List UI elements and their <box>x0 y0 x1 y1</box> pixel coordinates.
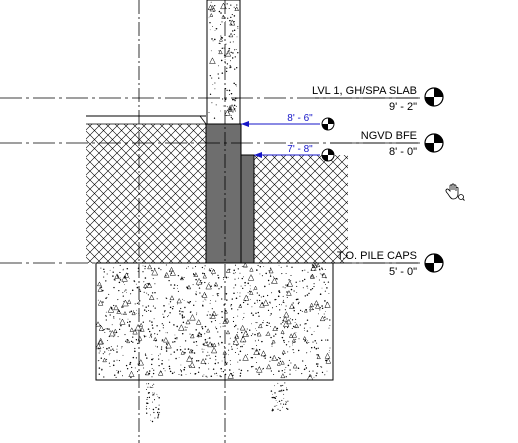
level-markers[interactable]: LVL 1, GH/SPA SLAB 9' - 2" NGVD BFE 8' -… <box>312 85 444 278</box>
level-name: T.O. PILE CAPS <box>337 250 417 262</box>
dimension-value: 7' - 8" <box>287 144 313 155</box>
slab-edge <box>86 115 207 125</box>
earth-fill <box>86 123 348 263</box>
level-elevation: 9' - 2" <box>389 101 417 113</box>
pile-cap[interactable] <box>95 262 334 381</box>
dimension-value: 8' - 6" <box>287 113 313 124</box>
spot-dimensions[interactable]: 8' - 6" 7' - 8" <box>241 113 335 162</box>
level-elevation: 5' - 0" <box>389 266 417 278</box>
level-target-icon[interactable] <box>424 87 444 107</box>
spot-dimension-1[interactable]: 8' - 6" <box>241 113 335 131</box>
spot-target-icon <box>321 148 335 162</box>
level-target-icon[interactable] <box>424 133 444 153</box>
foundation-wall[interactable] <box>205 123 255 264</box>
spot-target-icon <box>321 117 335 131</box>
spot-dimension-2[interactable]: 7' - 8" <box>254 144 335 162</box>
level-target-icon[interactable] <box>424 253 444 273</box>
pan-hand-zoom-icon <box>445 183 465 201</box>
concrete-column[interactable] <box>206 0 241 125</box>
level-head-pile-caps[interactable]: T.O. PILE CAPS 5' - 0" <box>330 250 444 278</box>
level-head-ngvd[interactable]: NGVD BFE 8' - 0" <box>330 130 444 158</box>
level-elevation: 8' - 0" <box>389 146 417 158</box>
piles <box>145 382 289 423</box>
level-name: NGVD BFE <box>361 130 417 142</box>
level-name: LVL 1, GH/SPA SLAB <box>312 85 417 97</box>
level-head-lvl1[interactable]: LVL 1, GH/SPA SLAB 9' - 2" <box>312 85 444 113</box>
grid-lines <box>138 0 226 443</box>
